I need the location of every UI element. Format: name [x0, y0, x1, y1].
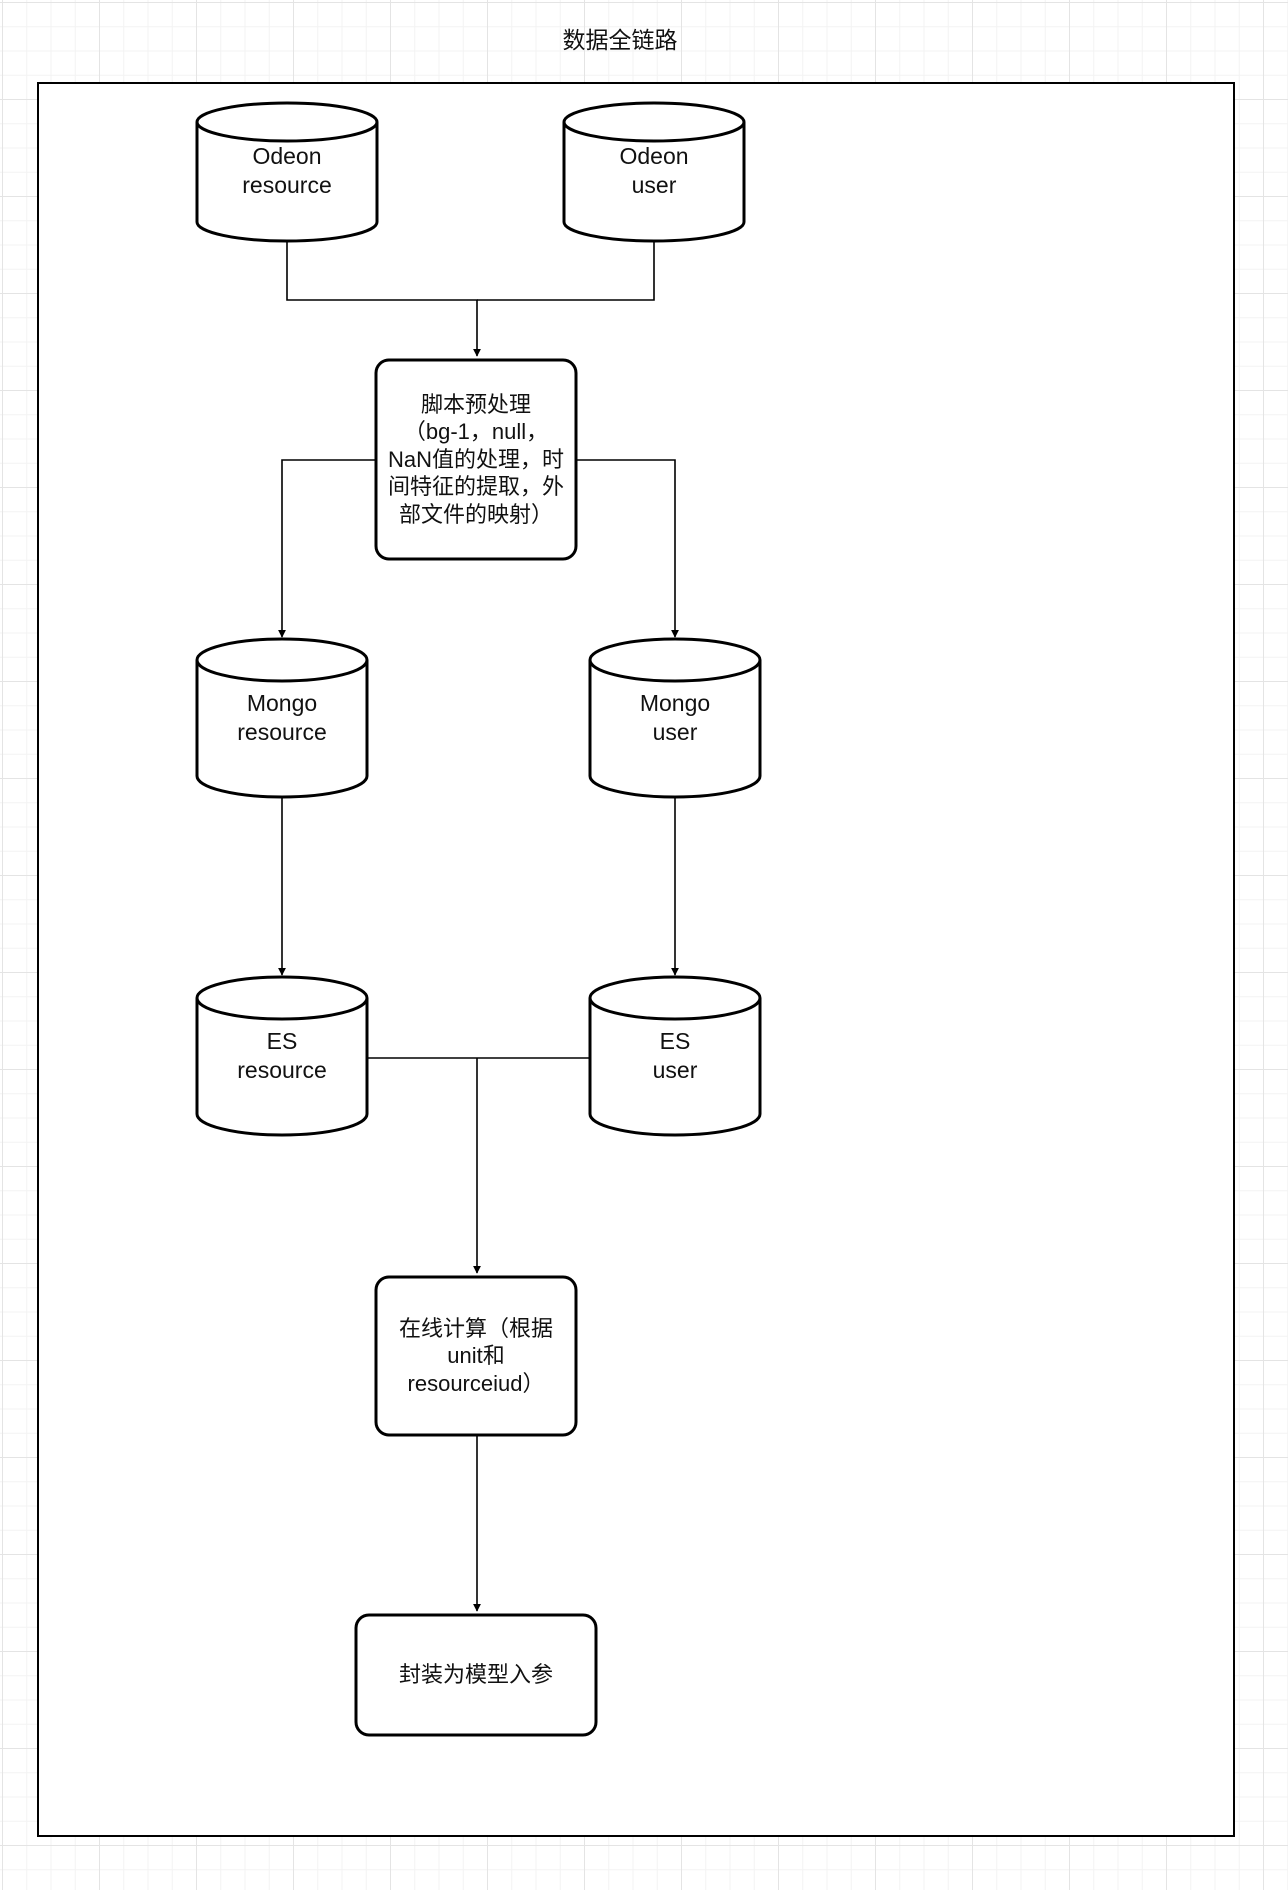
edge-preprocess-to-mongo-resource [278, 459, 376, 638]
db-es-resource [195, 975, 369, 1137]
label-odeon-resource: Odeon resource [242, 143, 332, 198]
db-mongo-user [588, 637, 762, 799]
edge-preprocess-to-mongo-user [576, 459, 679, 638]
db-es-user [588, 975, 762, 1137]
container-frame [37, 82, 1235, 1837]
label-preprocess: 脚本预处理 （bg-1，null， NaN值的处理，时 间特征的提取，外 部文件… [387, 391, 564, 527]
box-preprocess [374, 358, 578, 561]
edge-odeon-resource-to-preprocess [286, 240, 481, 357]
label-package-params: 封装为模型入参 [398, 1662, 553, 1688]
db-mongo-resource [195, 637, 369, 799]
label-mongo-resource: Mongo resource [237, 690, 327, 745]
db-odeon-resource [195, 101, 379, 243]
label-odeon-user: Odeon user [619, 143, 689, 198]
diagram-title: 数据全链路 [562, 26, 678, 53]
label-mongo-user: Mongo user [639, 690, 711, 745]
edge-odeon-user-to-preprocess [477, 240, 655, 301]
label-es-resource: ES resource [237, 1028, 327, 1083]
box-package-params [354, 1613, 598, 1737]
db-odeon-user [562, 101, 746, 243]
label-online-compute: 在线计算（根据 unit和 resourceiud） [398, 1315, 553, 1396]
label-es-user: ES user [652, 1028, 698, 1083]
box-online-compute [374, 1275, 578, 1437]
